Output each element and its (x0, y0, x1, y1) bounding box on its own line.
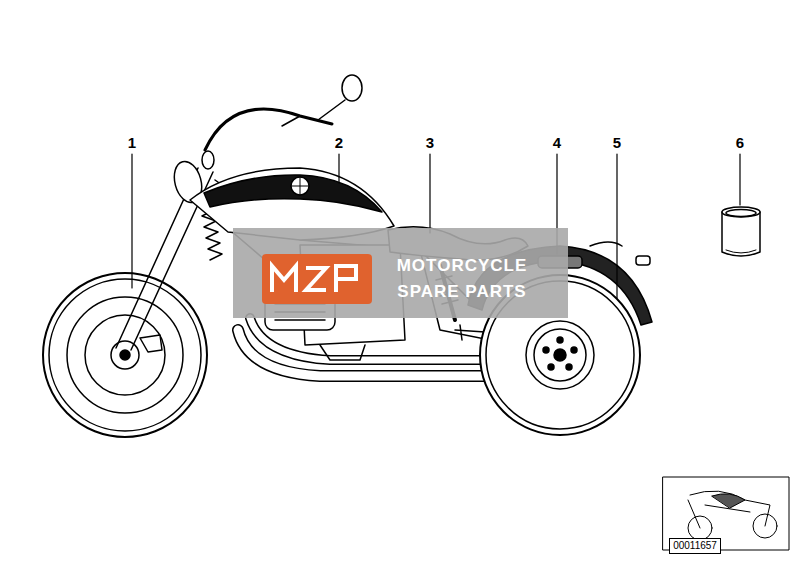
callout-number: 2 (335, 135, 343, 150)
callout-number: 4 (553, 135, 561, 150)
watermark-text: SPARE PARTS (397, 283, 526, 300)
watermark-text: MOTORCYCLE (397, 257, 528, 274)
drawing-number: 00011657 (669, 538, 721, 554)
callout-number: 5 (613, 135, 621, 150)
callout-number: 1 (128, 135, 136, 150)
callout-number: 3 (426, 135, 434, 150)
callout-number: 6 (736, 135, 744, 150)
